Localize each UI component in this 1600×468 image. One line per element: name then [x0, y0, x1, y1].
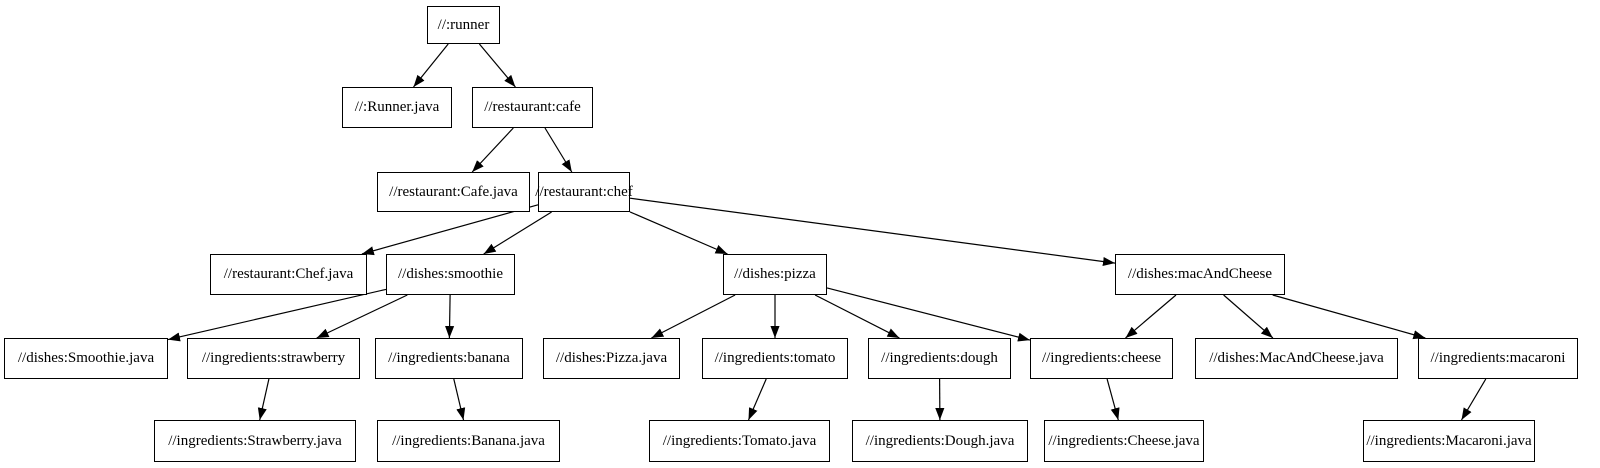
- graph-node-pizza: //dishes:pizza: [723, 254, 827, 295]
- edge-runner-to-runner-java: [413, 43, 449, 88]
- edge-runner-to-cafe: [478, 43, 516, 88]
- graph-node-dough: //ingredients:dough: [868, 338, 1011, 379]
- graph-node-smoothie-java: //dishes:Smoothie.java: [4, 338, 168, 379]
- edge-cafe-to-chef: [544, 127, 573, 173]
- edge-chef-to-chef-java: [361, 204, 539, 256]
- graph-node-cafe: //restaurant:cafe: [472, 87, 593, 128]
- edge-mac-and-cheese-to-mac-and-cheese-java: [1223, 294, 1274, 339]
- edge-pizza-to-dough: [814, 294, 900, 339]
- edge-tomato-to-tomato-java: [747, 378, 767, 421]
- graph-node-dough-java: //ingredients:Dough.java: [852, 420, 1028, 462]
- edge-pizza-to-pizza-java: [651, 294, 736, 339]
- edge-cheese-to-cheese-java: [1106, 378, 1120, 421]
- edge-strawberry-to-strawberry-java: [257, 378, 270, 421]
- edge-macaroni-to-macaroni-java: [1460, 378, 1487, 421]
- graph-node-cafe-java: //restaurant:Cafe.java: [377, 172, 530, 212]
- graph-node-macaroni-java: //ingredients:Macaroni.java: [1363, 420, 1535, 462]
- edge-chef-to-pizza: [629, 211, 728, 255]
- graph-node-mac-and-cheese-java: //dishes:MacAndCheese.java: [1195, 338, 1398, 379]
- edge-smoothie-to-strawberry: [316, 294, 408, 339]
- graph-node-strawberry: //ingredients:strawberry: [187, 338, 360, 379]
- graph-node-tomato: //ingredients:tomato: [702, 338, 848, 379]
- graph-node-banana: //ingredients:banana: [375, 338, 523, 379]
- edge-mac-and-cheese-to-cheese: [1125, 294, 1177, 339]
- edge-cafe-to-cafe-java: [471, 127, 514, 173]
- edge-banana-to-banana-java: [453, 378, 466, 421]
- edge-smoothie-to-banana: [445, 294, 455, 339]
- edge-chef-to-smoothie: [483, 211, 552, 255]
- graph-node-runner-java: //:Runner.java: [342, 87, 452, 128]
- edge-mac-and-cheese-to-macaroni: [1272, 294, 1426, 340]
- graph-node-tomato-java: //ingredients:Tomato.java: [649, 420, 830, 462]
- edge-pizza-to-cheese: [826, 287, 1031, 342]
- edge-chef-to-mac-and-cheese: [629, 197, 1116, 267]
- graph-node-pizza-java: //dishes:Pizza.java: [543, 338, 680, 379]
- graph-node-banana-java: //ingredients:Banana.java: [377, 420, 560, 462]
- edge-smoothie-to-smoothie-java: [167, 288, 387, 342]
- graph-node-cheese-java: //ingredients:Cheese.java: [1044, 420, 1204, 462]
- graph-node-macaroni: //ingredients:macaroni: [1418, 338, 1578, 379]
- graph-node-mac-and-cheese: //dishes:macAndCheese: [1115, 254, 1285, 295]
- graph-node-cheese: //ingredients:cheese: [1030, 338, 1173, 379]
- graph-node-strawberry-java: //ingredients:Strawberry.java: [154, 420, 356, 462]
- graph-node-runner: //:runner: [427, 6, 500, 44]
- graph-node-smoothie: //dishes:smoothie: [386, 254, 515, 295]
- graph-node-chef-java: //restaurant:Chef.java: [210, 254, 367, 295]
- graph-node-chef: //restaurant:chef: [535, 172, 633, 212]
